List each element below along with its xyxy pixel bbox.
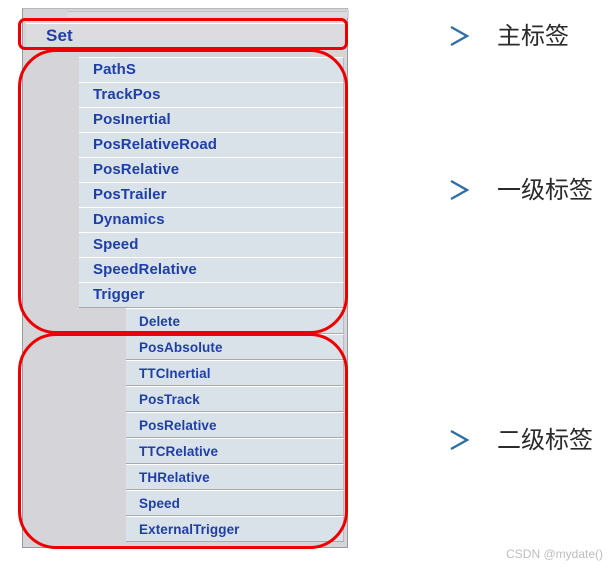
level2-item-threlative[interactable]: THRelative	[126, 464, 344, 490]
main-tab-set[interactable]: Set	[26, 23, 346, 49]
level2-item-ttcrelative[interactable]: TTCRelative	[126, 438, 344, 464]
annotation-level2: 二级标签	[363, 428, 593, 452]
level1-item-speed[interactable]: Speed	[79, 232, 344, 258]
annotation-level1: 一级标签	[363, 178, 593, 202]
arrow-right-icon	[363, 25, 473, 47]
level1-item-posinertial[interactable]: PosInertial	[79, 107, 344, 133]
level1-item-trackpos[interactable]: TrackPos	[79, 82, 344, 108]
level1-item-posrelativeroad[interactable]: PosRelativeRoad	[79, 132, 344, 158]
level2-item-externaltrigger[interactable]: ExternalTrigger	[126, 516, 344, 542]
level2-item-postrack[interactable]: PosTrack	[126, 386, 344, 412]
level2-item-posrelative[interactable]: PosRelative	[126, 412, 344, 438]
annotation-label: 主标签	[497, 22, 569, 50]
arrow-right-icon	[363, 429, 473, 451]
level1-item-posrelative[interactable]: PosRelative	[79, 157, 344, 183]
annotation-label: 二级标签	[497, 426, 593, 454]
menu-panel: Set PathS TrackPos PosInertial PosRelati…	[22, 8, 349, 548]
level2-item-ttcinertial[interactable]: TTCInertial	[126, 360, 344, 386]
level1-item-trigger[interactable]: Trigger	[79, 282, 344, 308]
level2-item-posabsolute[interactable]: PosAbsolute	[126, 334, 344, 360]
level2-item-speed[interactable]: Speed	[126, 490, 344, 516]
level1-item-speedrelative[interactable]: SpeedRelative	[79, 257, 344, 283]
level2-item-delete[interactable]: Delete	[126, 308, 344, 334]
level1-item-dynamics[interactable]: Dynamics	[79, 207, 344, 233]
annotation-main-tab: 主标签	[363, 24, 569, 48]
arrow-right-icon	[363, 179, 473, 201]
panel-top-strip	[23, 9, 349, 18]
watermark: CSDN @mydate()	[506, 547, 603, 561]
level1-item-paths[interactable]: PathS	[79, 57, 344, 83]
level1-item-postrailer[interactable]: PosTrailer	[79, 182, 344, 208]
annotation-label: 一级标签	[497, 176, 593, 204]
